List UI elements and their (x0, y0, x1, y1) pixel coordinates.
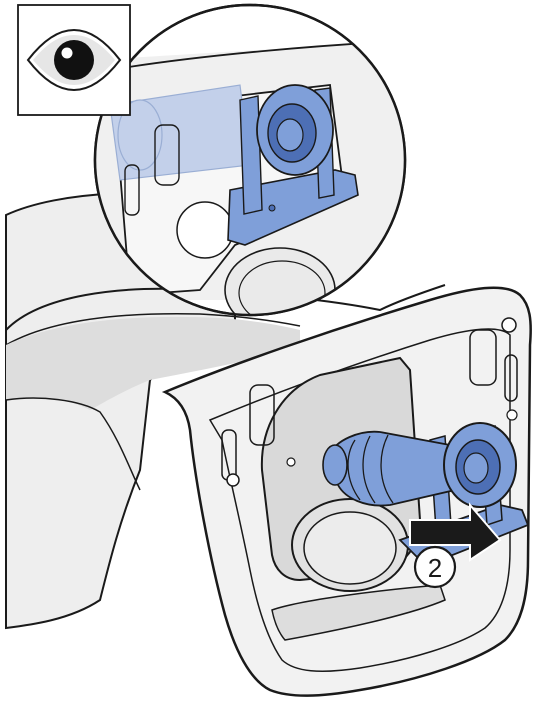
detail-drain-ring-inner (238, 260, 326, 315)
plate-slot-left-2 (249, 384, 275, 446)
blue-connector (322, 422, 530, 561)
connector-rib-2 (362, 435, 376, 504)
plate-hole-left-2 (286, 457, 296, 467)
connector-rib-3 (380, 434, 394, 504)
step-number: 2 (428, 553, 442, 583)
bowl-lower-line (5, 397, 141, 491)
detail-slot-1 (124, 164, 140, 216)
plate-hole-right-2 (506, 409, 518, 421)
eye-icon (26, 28, 122, 92)
drain-ring-inner (303, 511, 397, 585)
detail-faded-ring (117, 99, 163, 171)
plate-slot-right-1 (469, 329, 497, 386)
push-arrow-icon (409, 502, 502, 562)
plate-hole-left (226, 473, 240, 487)
plate-hole-right (501, 317, 517, 333)
detail-hole (176, 201, 234, 259)
bowl-inner-rim (5, 312, 301, 346)
plate-inner-outline (208, 328, 511, 672)
detail-connector-outlet-core (276, 118, 304, 152)
bowl-housing (5, 191, 446, 630)
drain-pipe (291, 498, 409, 592)
bowl-opening (6, 316, 300, 410)
plate-bottom-slot (271, 584, 446, 641)
step-callout: 2 (413, 545, 457, 589)
detail-slot-2 (154, 124, 180, 186)
connector-outlet-core (463, 452, 489, 484)
detail-magnifier (93, 3, 407, 317)
detail-circle-border (93, 3, 407, 317)
detail-screw (268, 204, 276, 212)
step-number-circle (413, 545, 457, 589)
inspection-box (17, 4, 131, 116)
connector-flange (322, 444, 348, 486)
connector-rib-1 (347, 439, 361, 501)
plate-slot-right-2 (504, 354, 518, 402)
